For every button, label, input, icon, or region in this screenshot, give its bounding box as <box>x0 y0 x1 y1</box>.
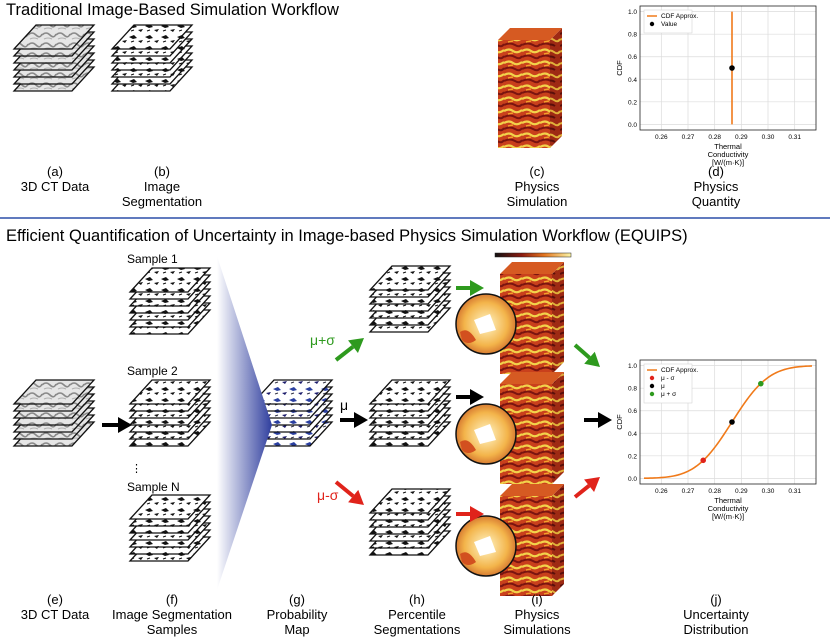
sample-1-label: Sample 1 <box>127 252 178 266</box>
x-tick-label: 0.27 <box>682 488 695 495</box>
y-tick-label: 0.6 <box>628 54 637 61</box>
arrow-plus-to-sim <box>456 280 484 296</box>
y-tick-label: 0.0 <box>628 122 637 129</box>
legend-label: CDF Approx. <box>661 367 698 374</box>
arrow-plus-diag <box>334 338 364 362</box>
y-tick-label: 0.4 <box>628 431 637 438</box>
colorbar <box>494 252 572 258</box>
arrow-plus-to-cdf <box>573 343 600 367</box>
sample-ellipsis: ⋮ <box>131 463 142 475</box>
legend-swatch <box>649 375 655 381</box>
caption-a: (a)3D CT Data <box>20 164 90 194</box>
simulation-cube-mean <box>455 372 564 484</box>
y-tick-label: 1.0 <box>628 363 637 370</box>
sample-2-label: Sample 2 <box>127 364 178 378</box>
x-tick-label: 0.31 <box>788 488 801 495</box>
percentile-minus-stack <box>368 488 452 556</box>
arrow-minus-to-sim <box>456 506 484 522</box>
simulation-cube-plus <box>455 262 564 374</box>
legend-label: μ - σ <box>661 375 675 382</box>
legend-label: Value <box>661 21 678 28</box>
x-tick-label: 0.30 <box>762 134 775 141</box>
ct-stack-top <box>12 24 96 92</box>
ct-stack-bottom <box>12 379 96 447</box>
x-tick-label: 0.29 <box>735 488 748 495</box>
cdf-chart-equips: 0.26 0.27 0.28 0.29 0.30 0.31 0.0 0.2 0.4 0.6 0.8 1… <box>615 359 817 521</box>
simulation-cube-minus <box>455 484 564 596</box>
sample-1-stack <box>128 267 212 335</box>
arrow-mean-to-sim <box>456 389 484 405</box>
arrow-mean-to-cdf <box>584 412 612 428</box>
x-tick-label: 0.31 <box>788 134 801 141</box>
segmentation-stack-top <box>110 24 194 92</box>
y-tick-label: 0.2 <box>628 99 637 106</box>
percentile-plus-stack <box>368 265 452 333</box>
plot-frame <box>639 5 817 131</box>
x-tick-label: 0.26 <box>655 488 668 495</box>
data-point <box>729 419 735 425</box>
x-tick-label: 0.26 <box>655 134 668 141</box>
data-point <box>700 457 706 464</box>
sample-n-stack <box>128 494 212 562</box>
mu-minus-sigma-label: μ-σ <box>317 487 339 503</box>
percentile-mean-stack <box>368 379 452 447</box>
y-axis-label: CDF <box>615 60 624 76</box>
equips-title: Efficient Quantification of Uncertainty … <box>6 227 688 245</box>
legend-swatch <box>649 21 655 27</box>
legend-label: μ + σ <box>661 391 676 398</box>
y-tick-label: 0.8 <box>628 32 637 39</box>
x-tick-label: 0.30 <box>762 488 775 495</box>
caption-e: (e)3D CT Data <box>20 592 90 622</box>
legend-label: μ <box>661 383 665 390</box>
legend-swatch <box>649 383 655 389</box>
x-tick-label: 0.27 <box>682 134 695 141</box>
y-tick-label: 0.4 <box>628 77 637 84</box>
data-point <box>729 65 735 71</box>
y-axis-label: CDF <box>615 414 624 430</box>
sample-n-label: Sample N <box>127 480 180 494</box>
x-tick-label: 0.28 <box>708 134 721 141</box>
y-tick-label: 0.6 <box>628 408 637 415</box>
x-tick-label: 0.28 <box>708 488 721 495</box>
data-point <box>758 380 764 387</box>
traditional-title: Traditional Image-Based Simulation Workf… <box>6 1 339 19</box>
y-tick-label: 1.0 <box>628 9 637 16</box>
cdf-curve <box>643 365 813 480</box>
probability-fan <box>217 256 272 590</box>
y-tick-label: 0.0 <box>628 476 637 483</box>
arrow-minus-to-cdf <box>573 477 600 499</box>
legend-label: CDF Approx. <box>661 13 698 20</box>
mu-label: μ <box>340 397 349 413</box>
x-tick-label: 0.29 <box>735 134 748 141</box>
sample-2-stack <box>128 379 212 447</box>
plot-frame <box>639 359 817 485</box>
y-tick-label: 0.8 <box>628 386 637 393</box>
arrow-mean <box>340 412 368 428</box>
arrow-minus-diag <box>334 480 364 505</box>
mu-plus-sigma-label: μ+σ <box>310 332 335 348</box>
arrow-ct-to-samples <box>102 417 132 433</box>
simulation-cube-top <box>498 28 562 148</box>
y-tick-label: 0.2 <box>628 453 637 460</box>
legend-swatch <box>649 391 655 397</box>
cdf-chart-traditional: 0.26 0.27 0.28 0.29 0.30 0.31 0.0 0.2 0.4 0.6 0.8 1… <box>615 5 817 167</box>
